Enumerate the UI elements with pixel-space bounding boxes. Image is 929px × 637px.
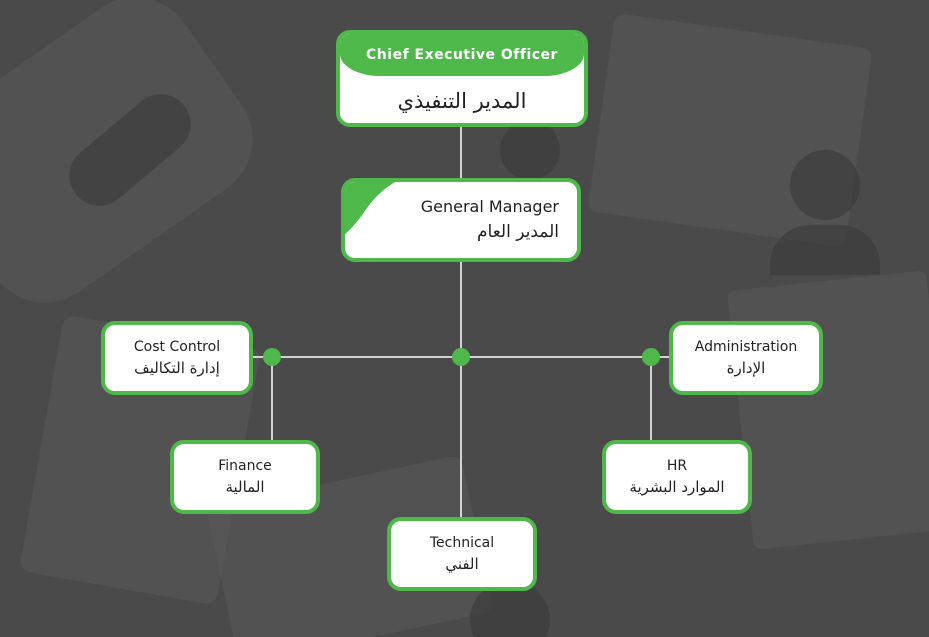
technical-node: Technical الفني xyxy=(387,517,537,591)
technical-title-ar: الفني xyxy=(445,555,479,573)
cost-control-title-ar: إدارة التكاليف xyxy=(134,359,220,377)
technical-title-en: Technical xyxy=(429,535,495,551)
junction-dot-center xyxy=(452,348,470,366)
administration-title-ar: الإدارة xyxy=(726,359,766,377)
hr-title-ar: الموارد البشرية xyxy=(629,478,725,496)
administration-title-en: Administration xyxy=(694,339,798,355)
cost-control-title-en: Cost Control xyxy=(133,339,221,355)
ceo-node: Chief Executive Officer المدير التنفيذي xyxy=(336,30,588,127)
gm-title-en: General Manager xyxy=(420,197,559,216)
hr-node: HR الموارد البشرية xyxy=(602,440,752,514)
gm-node: General Manager المدير العام xyxy=(341,178,581,262)
gm-accent-shape xyxy=(345,182,396,235)
administration-node: Administration الإدارة xyxy=(669,321,823,395)
ceo-title-en: Chief Executive Officer xyxy=(340,34,584,76)
junction-dot-right xyxy=(642,348,660,366)
hr-title-en: HR xyxy=(666,458,688,474)
finance-node: Finance المالية xyxy=(170,440,320,514)
cost-control-node: Cost Control إدارة التكاليف xyxy=(101,321,253,395)
finance-title-en: Finance xyxy=(218,458,272,474)
gm-title-ar: المدير العام xyxy=(477,222,559,242)
finance-title-ar: المالية xyxy=(225,478,265,496)
ceo-title-ar: المدير التنفيذي xyxy=(397,89,527,113)
junction-dot-left xyxy=(263,348,281,366)
